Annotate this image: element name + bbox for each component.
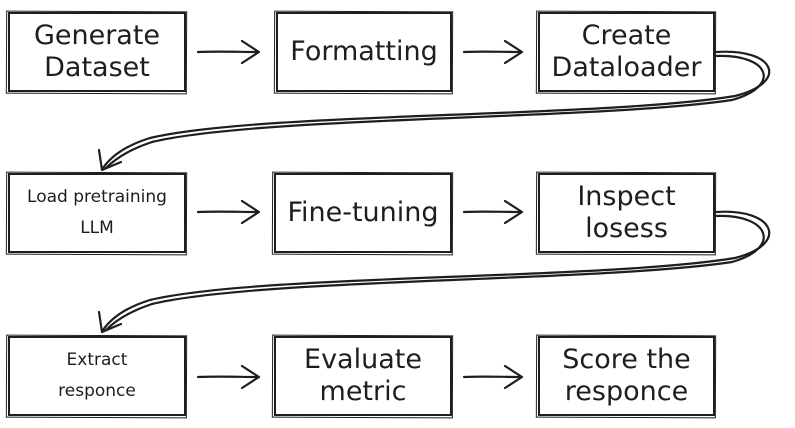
step-extract-responce: Extract responce <box>8 336 186 416</box>
step-generate-dataset: Generate Dataset <box>8 12 186 92</box>
step-label-line: metric <box>319 376 407 407</box>
step-label-line: Formatting <box>290 36 438 68</box>
step-label-line: Extract <box>66 349 128 370</box>
step-evaluate-metric: Evaluate metric <box>274 336 452 416</box>
arrowhead-generate-to-formatting <box>240 39 261 65</box>
step-label-line: responce <box>564 376 689 407</box>
step-label-line: Create <box>581 20 672 52</box>
step-score-the-responce: Score the responce <box>538 336 715 416</box>
step-inspect-losess: Inspect losess <box>538 173 715 253</box>
step-label-line: Score the <box>562 344 691 376</box>
step-fine-tuning: Fine-tuning <box>274 173 452 253</box>
step-label-line: LLM <box>80 218 114 238</box>
step-formatting: Formatting <box>276 12 452 92</box>
step-label-line: Dataset <box>44 52 150 83</box>
step-label-line: Generate <box>33 20 161 52</box>
step-label-line: Load pretraining <box>27 186 167 207</box>
step-load-pretraining-llm: Load pretraining LLM <box>8 173 186 253</box>
arrowhead-evaluate-to-score <box>503 364 524 390</box>
arrowhead-load-to-finetuning <box>240 199 261 225</box>
arrowhead-extract-to-evaluate <box>240 364 261 390</box>
arrowhead-create-to-load <box>97 148 123 172</box>
step-label-line: losess <box>585 213 668 244</box>
step-label-line: Inspect <box>577 181 676 213</box>
step-create-dataloader: Create Dataloader <box>538 12 715 92</box>
step-label-line: responce <box>58 381 136 401</box>
step-label-line: Evaluate <box>304 344 422 376</box>
arrowhead-formatting-to-create <box>503 39 524 65</box>
arrowhead-finetuning-to-inspect <box>503 199 524 225</box>
step-label-line: Dataloader <box>551 52 702 83</box>
arrowhead-inspect-to-extract <box>97 310 123 334</box>
step-label-line: Fine-tuning <box>287 197 439 229</box>
